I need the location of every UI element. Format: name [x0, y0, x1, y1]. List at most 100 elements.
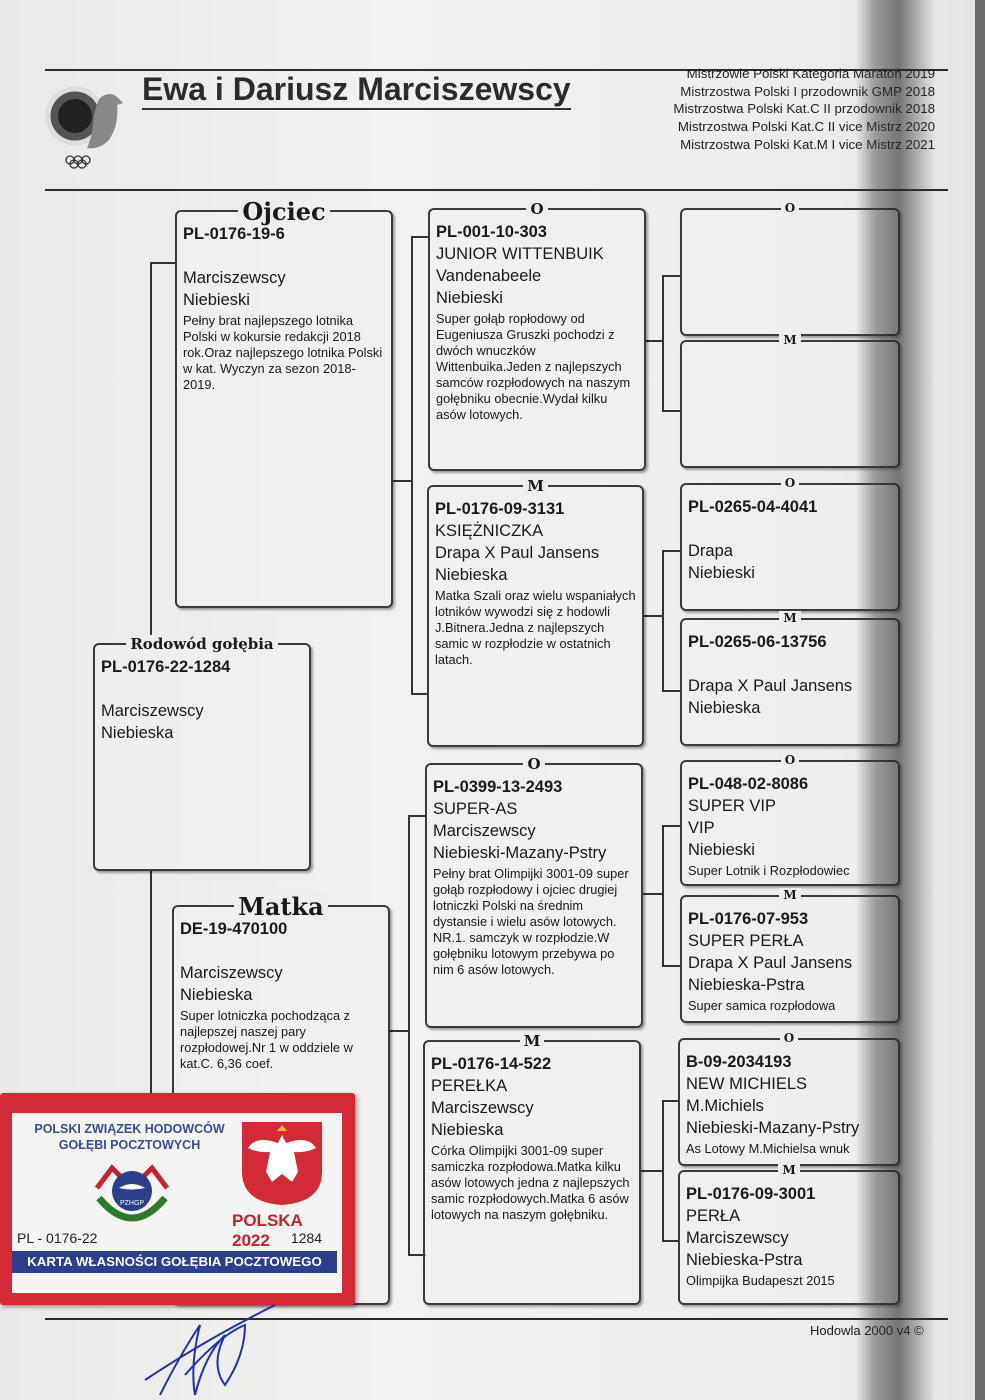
connector	[645, 340, 662, 342]
pigeon-color: Niebieski-Mazany-Pstry	[433, 844, 607, 862]
ring-number: PL-0176-07-953	[688, 910, 809, 928]
ring-number: PL-001-10-303	[436, 223, 547, 241]
connector	[150, 870, 152, 1300]
box-label: O	[430, 199, 644, 218]
connector	[662, 410, 680, 412]
pigeon-name: JUNIOR WITTENBUIK	[436, 245, 604, 263]
pigeon-color: Niebieska	[180, 986, 253, 1004]
pigeon-color: Niebieska-Pstra	[686, 1251, 803, 1269]
breeder: Marciszewscy	[101, 702, 204, 720]
card-ring-serial: 1284	[290, 1230, 322, 1246]
awards-list: Mistrzowie Polski Kategoria Maraton 2019…	[645, 65, 935, 154]
box-label: O	[680, 1031, 898, 1045]
header-bottom-rule	[45, 189, 948, 191]
breeder: Marciszewscy	[431, 1099, 534, 1117]
pigeon-notes: Super samica rozpłodowa	[688, 998, 836, 1013]
breeder: M.Michiels	[686, 1097, 764, 1115]
connector	[150, 262, 152, 644]
box-label: M	[680, 1163, 898, 1177]
pigeon-color: Niebieski	[436, 289, 503, 307]
pigeon-notes: Super gołąb ropłodowy od Eugeniusza Grus…	[436, 311, 631, 422]
award-item: Mistrzostwa Polski Kat.C II vice Mistrz …	[677, 119, 935, 135]
ring-number: PL-0265-06-13756	[688, 633, 827, 651]
connector	[408, 815, 426, 817]
box-label: O	[682, 201, 898, 215]
connector	[408, 1254, 426, 1256]
box-label: M	[682, 611, 898, 625]
pzhgp-logo: PZHGP	[95, 1164, 169, 1222]
pigeon-color: Niebieska-Pstra	[688, 976, 805, 994]
ring-number: PL-0176-14-522	[431, 1055, 552, 1073]
pigeon-notes: Córka Olimpijki 3001-09 super samiczka r…	[431, 1143, 630, 1222]
box-label: M	[429, 476, 642, 495]
pigeon-notes: As Lotowy M.Michielsa wnuk	[686, 1141, 850, 1156]
connector	[662, 275, 664, 410]
card-ring-prefix: PL - 0176-22	[17, 1230, 98, 1246]
connector	[662, 1100, 664, 1240]
pigeon-name: SUPER VIP	[688, 797, 777, 815]
pigeon-color: Niebieska	[688, 699, 761, 717]
ring-number: B-09-2034193	[686, 1053, 792, 1071]
polish-eagle-emblem	[242, 1122, 322, 1205]
ring-number: PL-0176-09-3001	[686, 1185, 816, 1203]
card-org-line: POLSKI ZWIĄZEK HODOWCÓW	[34, 1122, 225, 1136]
breeder-title: Ewa i Dariusz Marciszewscy	[142, 70, 571, 110]
connector	[408, 815, 410, 1255]
pigeon-color: Niebieski	[183, 291, 250, 309]
connector	[662, 965, 680, 967]
connector	[390, 1030, 408, 1032]
card-year: POLSKA 2022	[232, 1211, 303, 1250]
connector	[642, 893, 662, 895]
pigeon-color: Niebieski	[688, 564, 755, 582]
ring-number: PL-0176-22-1284	[101, 658, 231, 676]
box-label: M	[682, 333, 898, 347]
pigeon-notes: Pełny brat Olimpijki 3001-09 super gołąb…	[433, 866, 629, 977]
breeder: Marciszewscy	[686, 1229, 789, 1247]
breeder: Marciszewscy	[180, 964, 283, 982]
pigeon-notes: Super Lotnik i Rozpłodowiec	[688, 863, 850, 878]
connector	[662, 275, 680, 277]
box-label: O	[427, 754, 641, 773]
pigeon-color: Niebieska	[431, 1121, 504, 1139]
award-item: Mistrzostwa Polski Kat.M I vice Mistrz 2…	[680, 136, 935, 152]
ring-number: PL-0176-09-3131	[435, 500, 565, 518]
award-item: Mistrzostwa Polski I przodownik GMP 2018	[680, 83, 935, 99]
breeder: VIP	[688, 819, 715, 837]
card-ring-number: PL - 0176-22 1284	[17, 1230, 322, 1246]
signature	[144, 1304, 276, 1396]
box-label: O	[682, 753, 898, 767]
breeder: Vandenabeele	[436, 267, 542, 285]
box-label: M	[425, 1031, 639, 1050]
connector	[411, 236, 413, 694]
box-label: Matka	[174, 892, 388, 921]
pedigree-box-fff: O	[680, 201, 900, 336]
pigeon-color: Niebieska	[435, 566, 508, 584]
software-credit: Hodowla 2000 v4 ©	[810, 1323, 924, 1338]
box-label: Rodowód gołębia	[95, 634, 309, 653]
card-organization: POLSKI ZWIĄZEK HODOWCÓW GOŁĘBI POCZTOWYC…	[22, 1121, 237, 1153]
pigeon-notes: Matka Szali oraz wielu wspaniałych lotni…	[435, 588, 636, 667]
box-label: O	[682, 476, 898, 490]
box-label: M	[682, 888, 898, 902]
connector	[662, 1240, 680, 1242]
pigeon-notes: Olimpijka Budapeszt 2015	[686, 1273, 835, 1288]
pigeon-name: SUPER-AS	[433, 800, 518, 818]
award-item: Mistrzowie Polski Kategoria Maraton 2019	[686, 66, 935, 81]
header-top-rule	[45, 69, 948, 71]
breeder: Marciszewscy	[433, 822, 536, 840]
ownership-card: POLSKI ZWIĄZEK HODOWCÓW GOŁĘBI POCZTOWYC…	[0, 1093, 355, 1305]
box-label: Ojciec	[177, 197, 391, 226]
connector	[662, 550, 664, 690]
pedigree-box-ffm: M	[680, 333, 900, 468]
pigeon-notes: Super lotniczka pochodząca z najlepszej …	[180, 1008, 353, 1071]
connector	[150, 262, 176, 264]
